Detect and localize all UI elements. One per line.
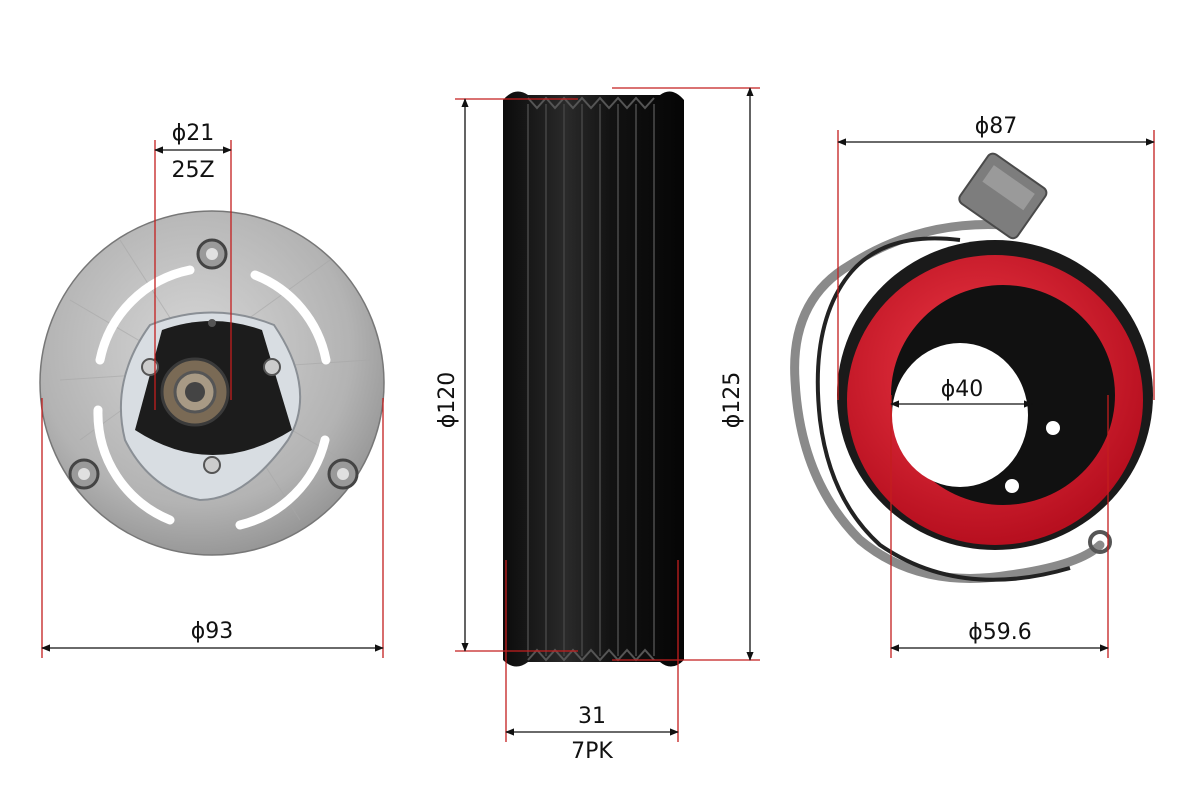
label-coil-outer-diameter: ϕ87 bbox=[975, 114, 1018, 139]
coil-connector bbox=[958, 152, 1048, 240]
dimension-lines bbox=[41, 87, 1155, 736]
label-coil-ring-diameter: ϕ59.6 bbox=[968, 620, 1032, 645]
label-pulley-width: 31 bbox=[578, 704, 606, 729]
clutch-hub-plate bbox=[39, 210, 385, 556]
field-coil bbox=[790, 152, 1153, 583]
pulley-grooves bbox=[527, 104, 655, 656]
label-pulley-inner-diameter: ϕ120 bbox=[435, 372, 460, 429]
pulley-body bbox=[503, 91, 684, 667]
coil-bore bbox=[892, 343, 1028, 487]
extension-lines bbox=[41, 87, 1155, 742]
pulley bbox=[503, 91, 684, 667]
hub-rivets bbox=[68, 238, 359, 490]
label-pulley-outer-diameter: ϕ125 bbox=[720, 372, 745, 429]
label-hub-spline: 25Z bbox=[171, 158, 214, 183]
coil-wire-black bbox=[815, 236, 1071, 582]
dimension-labels: ϕ21 25Z ϕ93 ϕ120 ϕ125 31 7PK ϕ87 ϕ40 ϕ59… bbox=[171, 114, 1031, 764]
label-hub-plate-diameter: ϕ93 bbox=[191, 619, 234, 644]
coil-ground-eyelet bbox=[1088, 530, 1112, 554]
hub-plate-slots bbox=[93, 265, 331, 530]
label-hub-shaft-diameter: ϕ21 bbox=[172, 121, 215, 146]
label-coil-bore-diameter: ϕ40 bbox=[941, 377, 984, 402]
label-pulley-belt-type: 7PK bbox=[571, 739, 613, 764]
